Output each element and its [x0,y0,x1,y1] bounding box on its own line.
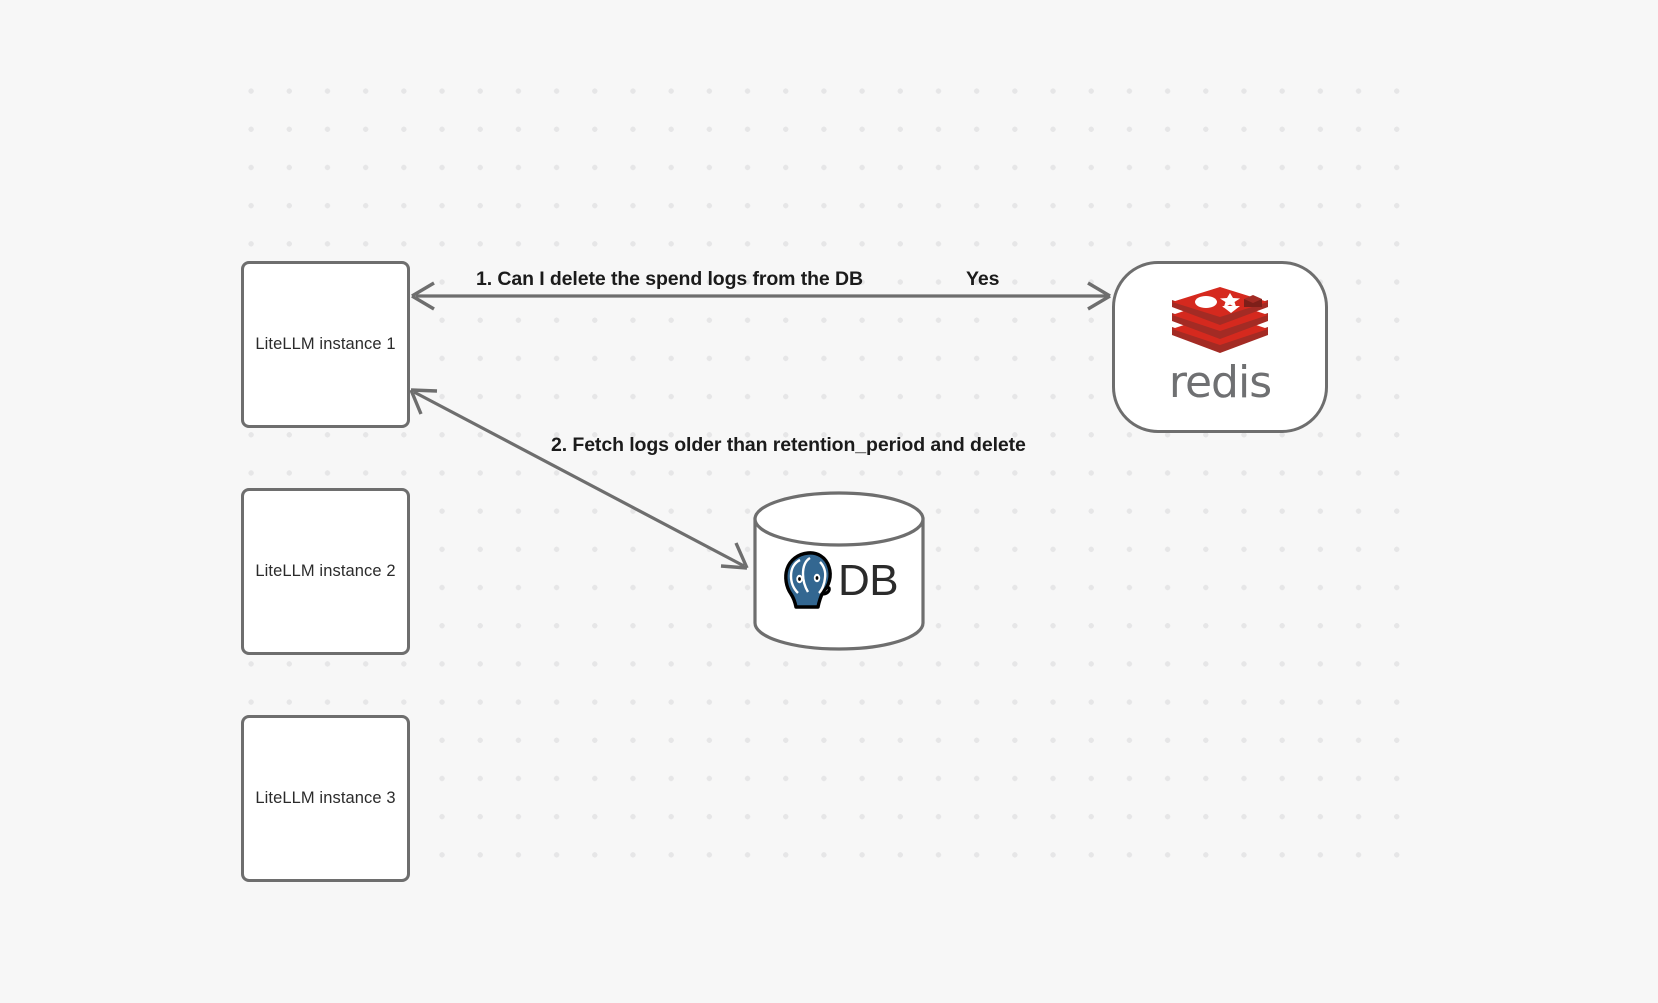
postgresql-elephant-icon [784,551,832,609]
node-redis[interactable]: redis [1112,261,1328,433]
edge-label-step-1: 1. Can I delete the spend logs from the … [476,268,863,290]
redis-logo: redis [1166,285,1274,405]
node-litellm-instance-2-label: LiteLLM instance 2 [255,562,396,580]
redis-wordmark: redis [1168,357,1272,408]
node-litellm-instance-1-label: LiteLLM instance 1 [255,335,396,353]
edge-label-step-2: 2. Fetch logs older than retention_perio… [551,434,1026,456]
db-label-group: DB [753,536,925,626]
node-db[interactable]: DB [753,494,925,648]
redis-stack-icon [1172,287,1268,353]
db-label: DB [837,556,899,605]
edge-label-step-1-reply: Yes [966,268,1000,290]
node-litellm-instance-3[interactable]: LiteLLM instance 3 [241,715,410,882]
node-litellm-instance-2[interactable]: LiteLLM instance 2 [241,488,410,655]
edge-db-litellm1 [409,388,749,570]
node-litellm-instance-1[interactable]: LiteLLM instance 1 [241,261,410,428]
node-litellm-instance-3-label: LiteLLM instance 3 [255,789,396,807]
